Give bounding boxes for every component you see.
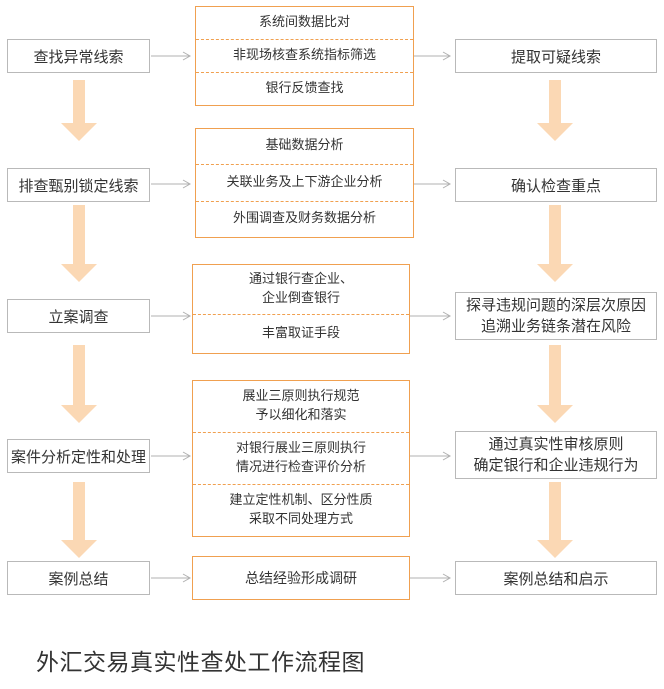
middle-group-1: 系统间数据比对 非现场核查系统指标筛选 银行反馈查找	[195, 6, 414, 106]
down-arrow-right-2	[537, 205, 573, 282]
middle-item: 关联业务及上下游企业分析	[196, 164, 413, 200]
middle-item: 基础数据分析	[265, 138, 344, 154]
middle-item: 系统间数据比对	[258, 14, 350, 30]
down-arrow-left-3	[61, 345, 97, 423]
middle-group-4: 展业三原则执行规范 予以细化和落实 对银行展业三原则执行 情况进行检查评价分析 …	[192, 380, 410, 537]
middle-item: 对银行展业三原则执行 情况进行检查评价分析	[193, 432, 409, 484]
diagram-title: 外汇交易真实性查处工作流程图	[36, 650, 365, 676]
middle-group-3: 通过银行查企业、 企业倒查银行 丰富取证手段	[192, 264, 410, 354]
right-step-4: 通过真实性审核原则 确定银行和企业违规行为	[455, 431, 657, 479]
middle-item: 通过银行查企业、 企业倒查银行	[248, 272, 353, 306]
left-step-5: 案例总结	[7, 561, 150, 595]
left-step-3: 立案调查	[7, 299, 150, 333]
middle-item: 展业三原则执行规范 予以细化和落实	[242, 389, 360, 423]
down-arrow-left-1	[61, 80, 97, 141]
middle-group-5: 总结经验形成调研	[192, 556, 410, 600]
down-arrow-left-4	[61, 482, 97, 558]
middle-item: 丰富取证手段	[193, 314, 409, 353]
down-arrow-right-4	[537, 482, 573, 558]
middle-item: 外围调查及财务数据分析	[196, 200, 413, 237]
left-step-2: 排查甄别锁定线索	[7, 168, 150, 202]
middle-item: 非现场核查系统指标筛选	[196, 39, 413, 72]
right-step-3: 探寻违规问题的深层次原因 追溯业务链条潜在风险	[455, 292, 657, 340]
down-arrow-right-3	[537, 345, 573, 423]
right-step-5: 案例总结和启示	[455, 561, 657, 595]
down-arrow-left-2	[61, 205, 97, 282]
middle-group-2: 基础数据分析 关联业务及上下游企业分析 外围调查及财务数据分析	[195, 128, 414, 238]
down-arrow-right-1	[537, 80, 573, 141]
left-step-4: 案件分析定性和处理	[7, 439, 150, 473]
middle-item: 建立定性机制、区分性质 采取不同处理方式	[193, 484, 409, 536]
middle-item: 银行反馈查找	[196, 72, 413, 105]
right-step-2: 确认检查重点	[455, 168, 657, 202]
right-step-1: 提取可疑线索	[455, 39, 657, 73]
left-step-1: 查找异常线索	[7, 39, 150, 73]
